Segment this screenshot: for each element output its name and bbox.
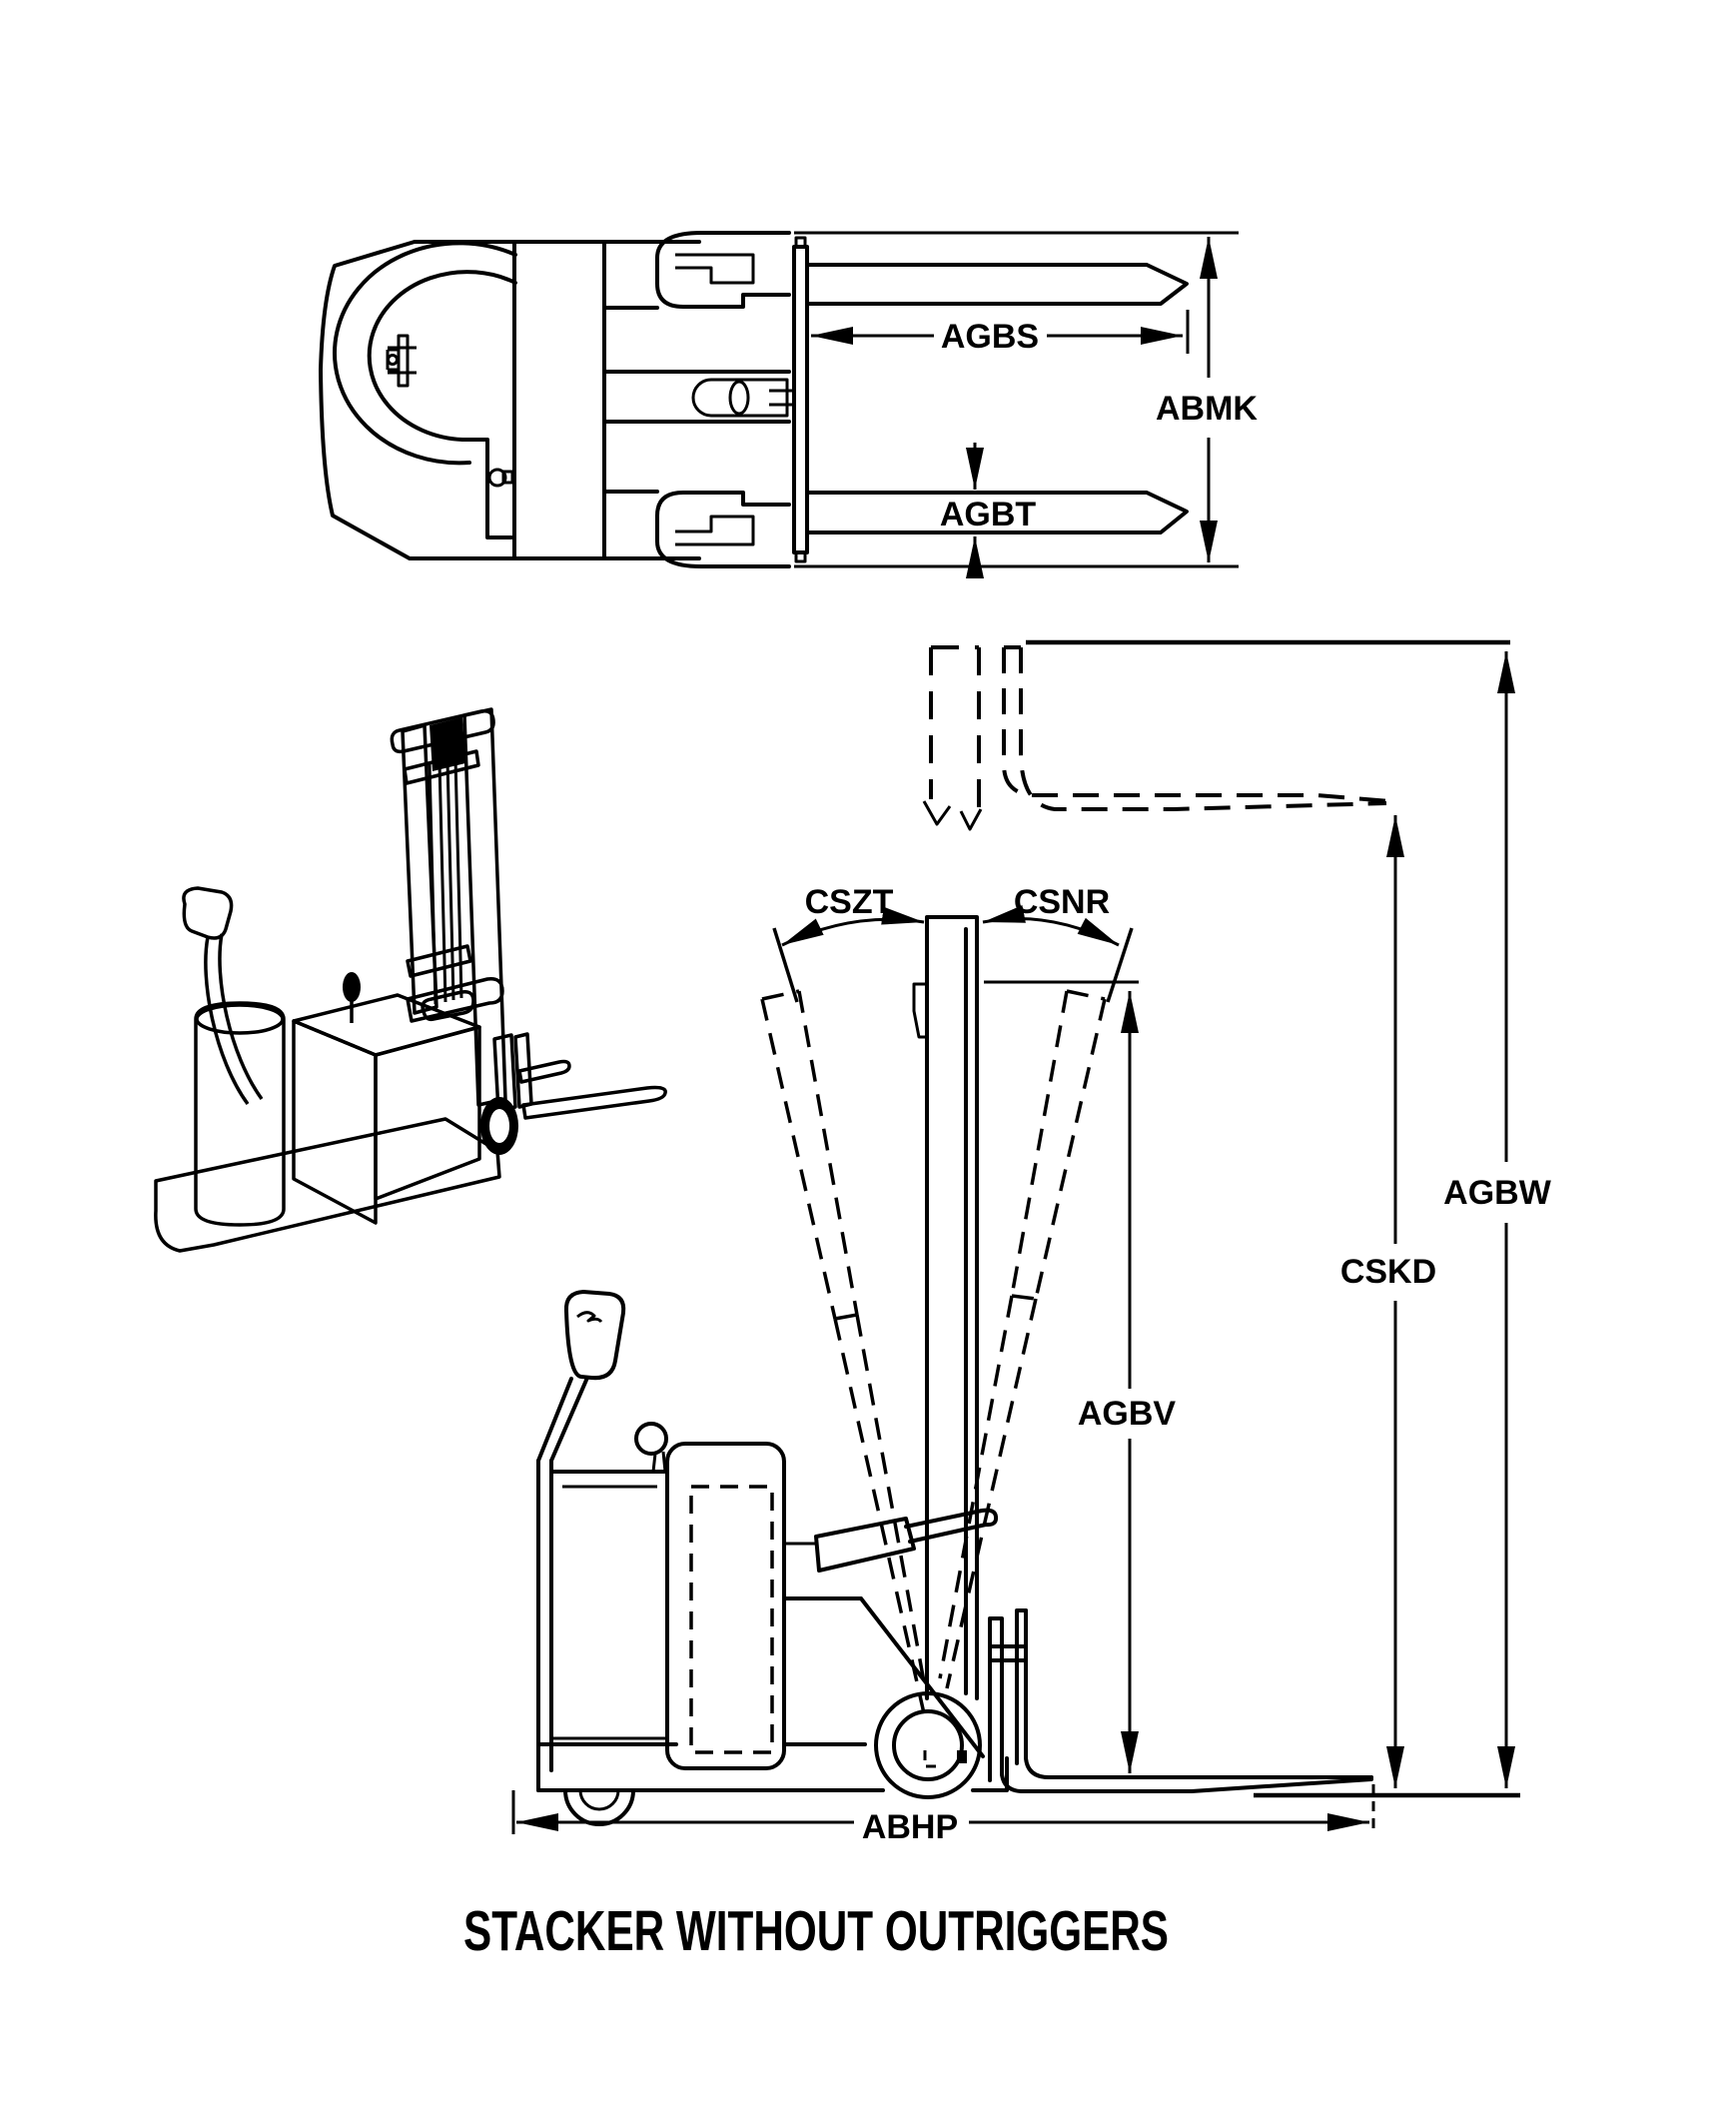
pictorial-fork-upper	[517, 1059, 571, 1084]
tiller-handle-inner-arc	[367, 270, 517, 442]
top-view-frame-lines	[602, 306, 659, 494]
label-abhp: ABHP	[862, 1808, 958, 1846]
cylinder-rod	[769, 389, 794, 407]
mast-bevel-plate	[912, 982, 929, 1039]
side-battery-box	[665, 1442, 786, 1770]
pictorial-body-top	[292, 993, 481, 1057]
side-base-frame	[536, 1742, 1009, 1792]
cylinder-housing	[602, 370, 791, 424]
mast-break-symbol	[922, 800, 983, 831]
tilt-tick-right	[1106, 927, 1134, 1003]
mast-bracket-top	[655, 231, 791, 309]
pictorial-body-side	[374, 1025, 481, 1201]
top-view-dimensions: ABMK AGBS AGBT	[794, 231, 1258, 578]
side-castor-outer	[563, 1788, 635, 1826]
tilt-tick-left	[772, 927, 799, 1003]
raised-fork-top-dashed	[1002, 647, 1391, 803]
side-control-knob	[634, 1422, 668, 1456]
pictorial-tiller-knob	[182, 886, 234, 940]
side-wheel-inner	[892, 1709, 964, 1781]
pictorial-body-front	[292, 1019, 378, 1225]
fork-upper-plan	[805, 263, 1189, 306]
pictorial-mast-crossbar	[406, 944, 472, 978]
mast-bracket-bottom	[655, 491, 791, 568]
handle-latch-circle	[487, 468, 507, 488]
fork-lower-plan	[805, 491, 1189, 534]
label-agbs: AGBS	[941, 318, 1039, 356]
cylinder-body	[691, 378, 789, 418]
side-tiller-shaft	[536, 1376, 589, 1463]
side-fork-bottom	[1000, 1772, 1373, 1793]
mast-bracket-bottom-hook	[675, 515, 755, 546]
side-cowl	[782, 1596, 985, 1758]
raised-fork-bottom-dashed	[1004, 645, 1387, 811]
tiller-pivot-pin	[387, 354, 399, 366]
top-view-body-panels	[512, 240, 606, 560]
side-compartment-lines	[551, 1485, 667, 1740]
label-cskd: CSKD	[1340, 1253, 1436, 1291]
label-csnr: CSNR	[1014, 883, 1110, 921]
pictorial-wheel-hub	[489, 1109, 509, 1143]
side-battery-inner-dashed	[689, 1485, 774, 1754]
tiller-handle-outer-arc	[333, 241, 517, 466]
label-agbw: AGBW	[1443, 1174, 1552, 1212]
carriage-stub-bottom	[794, 550, 807, 563]
pictorial-carriage-bar	[406, 977, 504, 1023]
tilt-trace-left	[833, 1314, 929, 1714]
pictorial-fork-lower	[521, 1085, 667, 1120]
pictorial-fork-hanger	[492, 1033, 517, 1113]
raised-mast-dashed	[929, 645, 981, 807]
side-control-stalk	[651, 1451, 667, 1473]
side-fork-upright	[988, 1608, 1028, 1782]
pictorial-mast-channels	[428, 757, 463, 1005]
drawing-title: STACKER WITHOUT OUTRIGGERS	[463, 1899, 1169, 1963]
side-wheel-outer	[874, 1691, 982, 1799]
pictorial-tiller-shaft	[204, 933, 264, 1106]
tilt-envelope-left	[760, 989, 859, 1321]
side-view-drawing	[536, 1290, 1373, 1826]
cszt-arc	[781, 906, 925, 947]
side-tiller-knob	[563, 1290, 626, 1381]
pictorial-lever-knob	[343, 972, 361, 1002]
mast-vertical-lines	[925, 915, 979, 1700]
label-agbt: AGBT	[940, 496, 1037, 533]
side-tiller-grip-mark	[576, 1311, 603, 1324]
raised-mast-and-height-dims: AGBW CSKD AGBV	[922, 639, 1552, 1798]
side-fork-top	[1024, 1608, 1373, 1779]
pictorial-base	[154, 1117, 501, 1253]
label-cszt: CSZT	[805, 883, 894, 921]
side-cylinder-rod	[904, 1508, 999, 1544]
label-agbv: AGBV	[1078, 1395, 1177, 1433]
tilt-pivot-mark	[923, 1750, 942, 1768]
abhp-dimension: ABHP	[511, 1784, 1375, 1846]
tiller-handle-base	[460, 438, 513, 539]
pictorial-mast-head-bar	[390, 708, 495, 754]
tilt-trace-right	[938, 1295, 1038, 1689]
pictorial-tilt-link	[421, 989, 475, 1022]
side-castor-inner	[578, 1789, 620, 1811]
mast-tilt-dimensions: CSZT CSNR	[760, 883, 1134, 1768]
pictorial-canister-top	[195, 1003, 285, 1035]
label-abmk: ABMK	[1156, 390, 1258, 428]
pictorial-mast-head-shadow	[430, 717, 465, 771]
csnr-arc	[982, 905, 1120, 947]
tiller-pivot-bar	[397, 334, 410, 388]
carriage-stub-top	[794, 236, 807, 249]
top-view-drawing	[319, 231, 1189, 568]
top-view-body-outline	[319, 240, 701, 560]
tiller-pivot-flanges	[388, 346, 417, 375]
pictorial-view-drawing	[154, 707, 667, 1253]
pictorial-canister	[194, 1001, 286, 1227]
tilt-envelope-right	[1010, 989, 1107, 1301]
side-cylinder-tube	[814, 1517, 916, 1573]
cylinder-cap	[728, 380, 750, 416]
side-back-panel	[536, 1459, 553, 1792]
mast-bracket-top-hook	[675, 253, 755, 285]
handle-latch-tab	[501, 470, 514, 485]
